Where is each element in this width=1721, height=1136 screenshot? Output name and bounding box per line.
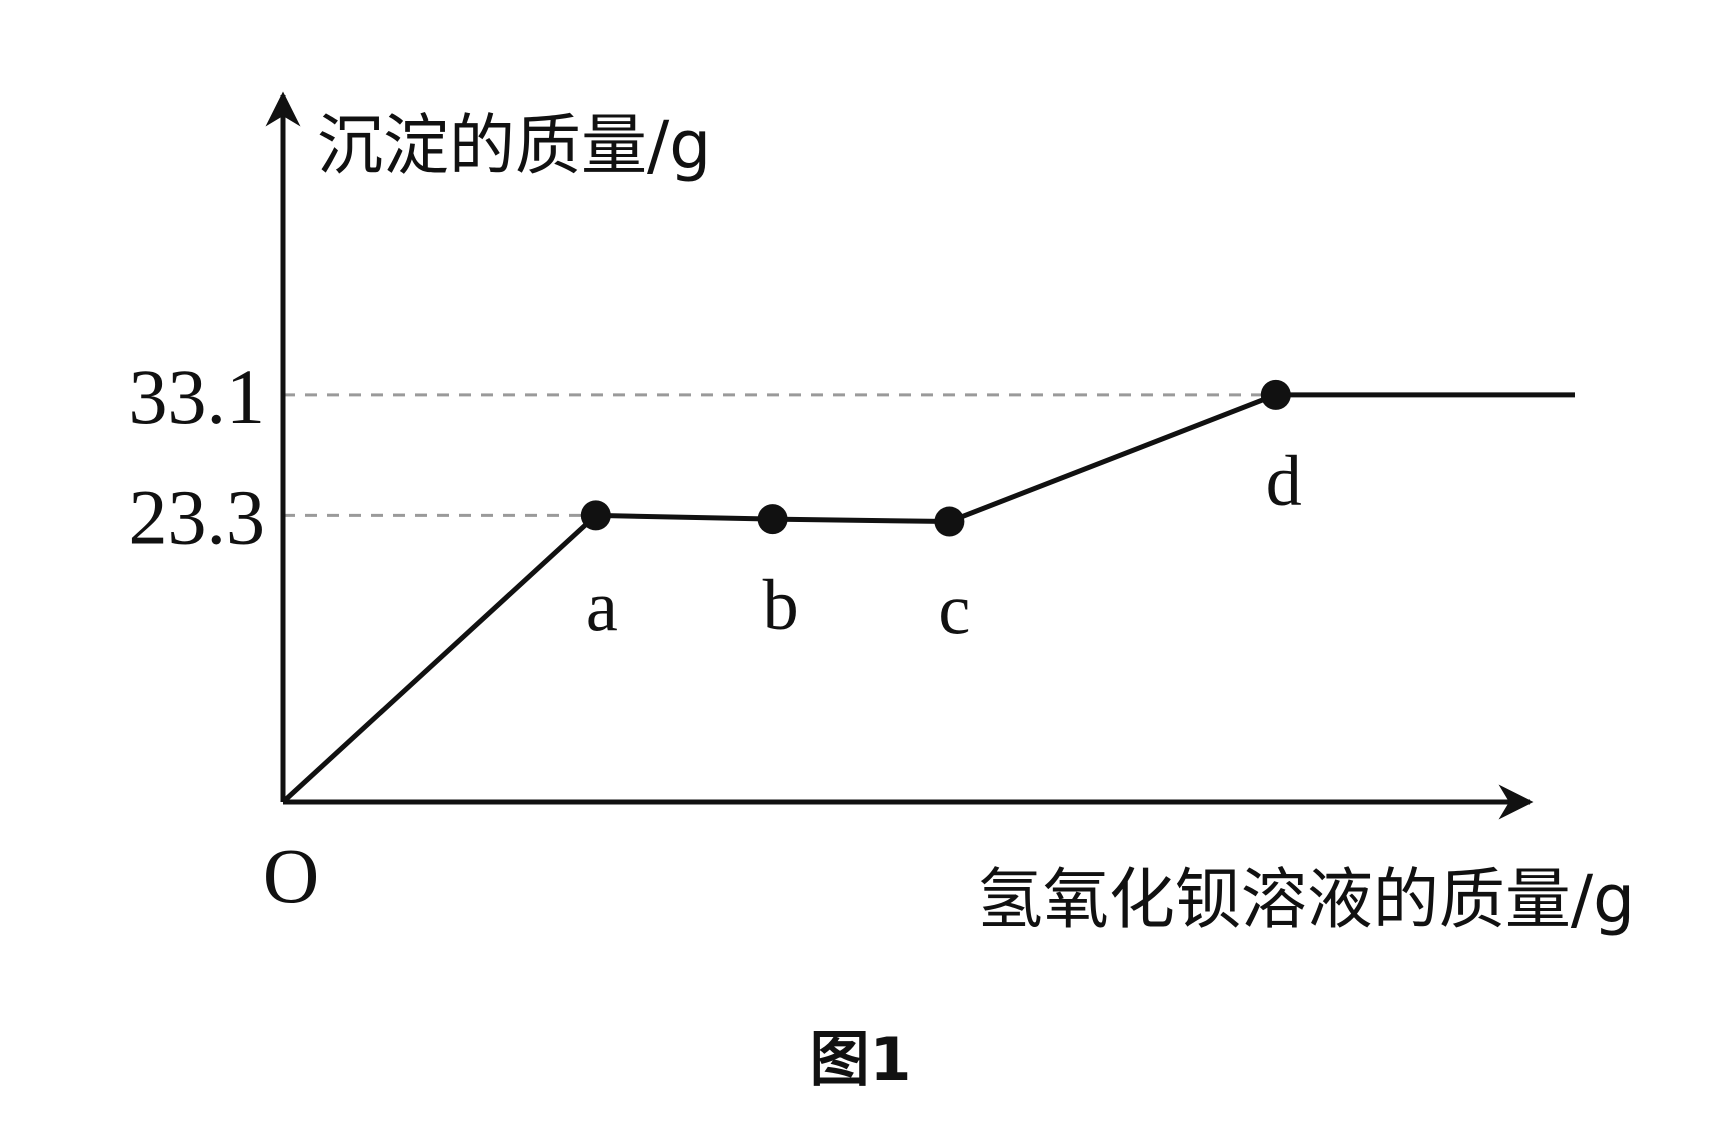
point-a-label: a	[586, 566, 618, 646]
point-b-label: b	[763, 565, 799, 645]
point-a-marker	[580, 500, 611, 531]
point-b-marker	[757, 504, 788, 535]
point-d-marker	[1260, 379, 1291, 410]
y-axis-title: 沉淀的质量/g	[317, 107, 711, 184]
y-tick-label-23-3: 23.3	[129, 473, 266, 560]
x-axis-title: 氢氧化钡溶液的质量/g	[977, 861, 1635, 938]
figure-caption: 图1	[809, 1025, 912, 1095]
origin-label: O	[263, 832, 319, 919]
point-d-label: d	[1266, 441, 1302, 521]
y-tick-label-33-1: 33.1	[129, 353, 266, 440]
point-c-marker	[934, 506, 965, 537]
series-line	[281, 392, 1575, 804]
point-c-label: c	[938, 570, 970, 650]
